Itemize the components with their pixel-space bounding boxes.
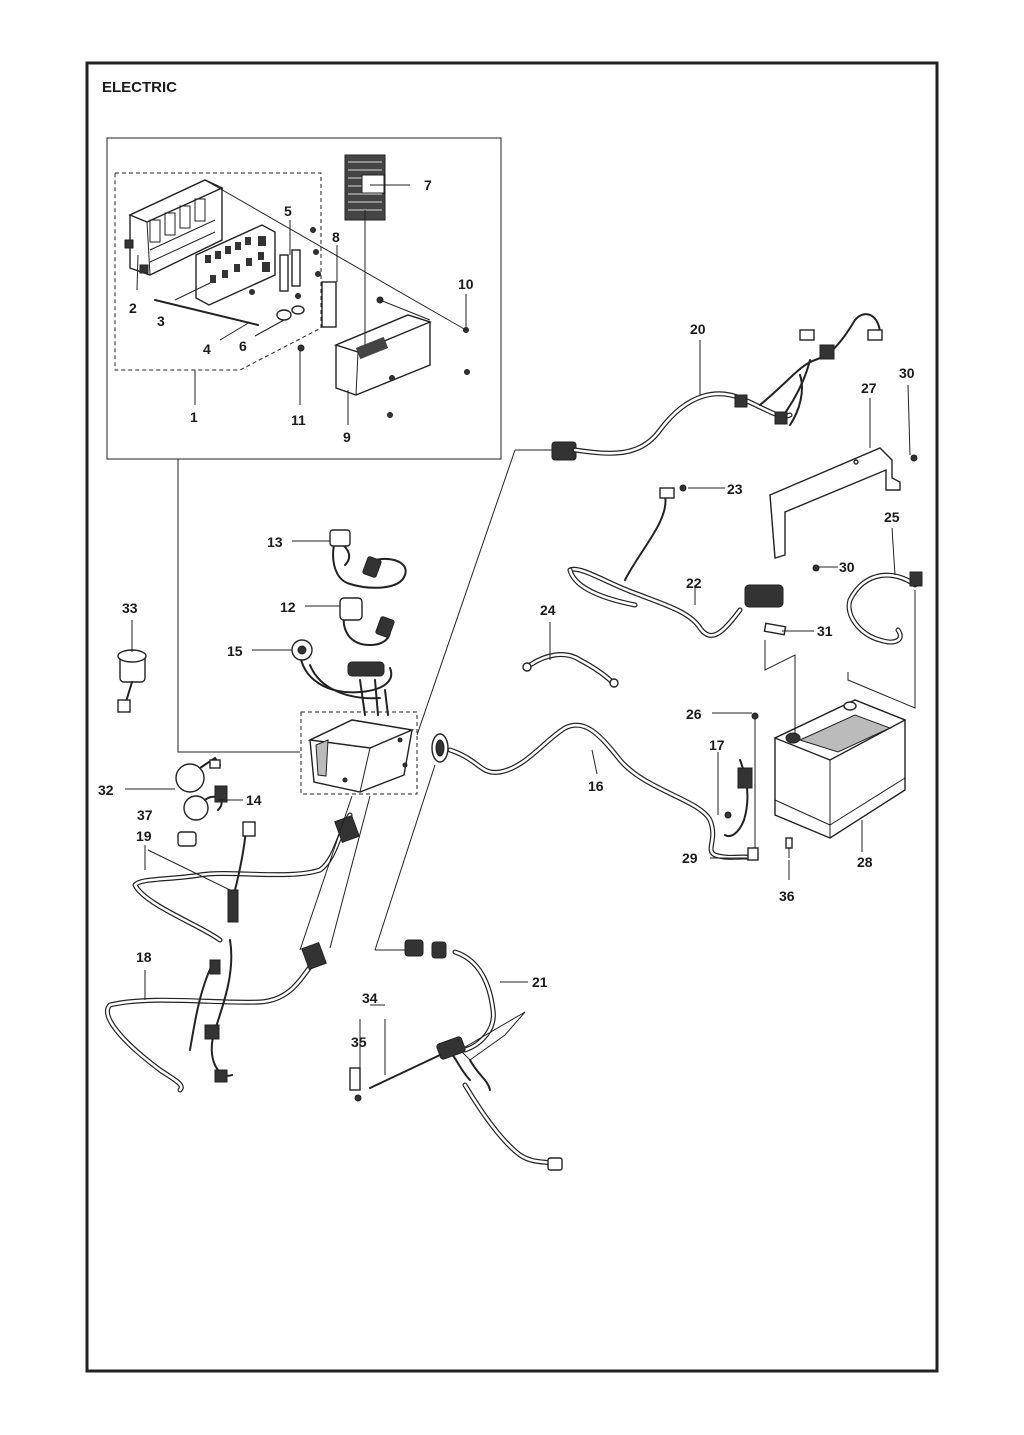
housing-part-2: [124, 179, 224, 276]
battery-part-28: [764, 590, 916, 858]
callout-21: 21: [532, 974, 548, 990]
harness-part-20: [416, 313, 883, 736]
circuit-board-part-3: [195, 224, 276, 306]
callout-labels: 1 2 3 4 5 6 7 8 9 10 11 12 13 14 15 16 1…: [98, 177, 915, 1050]
callout-31: 31: [817, 623, 833, 639]
page-title: ELECTRIC: [102, 79, 177, 96]
harness-part-21: [349, 764, 563, 1171]
callout-15: 15: [227, 643, 243, 659]
callout-35: 35: [351, 1034, 367, 1050]
switches-part-32-37-14: [175, 756, 228, 847]
callout-7: 7: [424, 177, 432, 193]
harness-part-22: [567, 484, 784, 638]
callout-5: 5: [284, 203, 292, 219]
callout-37: 37: [137, 807, 153, 823]
callout-16: 16: [588, 778, 604, 794]
control-unit-inset: [106, 137, 502, 460]
callout-20: 20: [690, 321, 706, 337]
label-sticker-part-7: [344, 154, 386, 221]
callout-10: 10: [458, 276, 474, 292]
cable-part-24: [522, 652, 619, 688]
callout-4: 4: [203, 341, 211, 357]
callout-25: 25: [884, 509, 900, 525]
callout-18: 18: [136, 949, 152, 965]
callout-12: 12: [280, 599, 296, 615]
callout-11: 11: [291, 412, 306, 428]
callout-13: 13: [267, 534, 283, 550]
harness-bundle-12-13-15: [291, 529, 407, 716]
callout-32: 32: [98, 782, 114, 798]
cover-part-9: [333, 314, 433, 396]
callout-29: 29: [682, 850, 698, 866]
callout-17: 17: [709, 737, 725, 753]
callout-6: 6: [239, 338, 247, 354]
callout-19: 19: [136, 828, 152, 844]
callout-27: 27: [861, 380, 877, 396]
bracket-part-27: [769, 447, 918, 572]
callout-3: 3: [157, 313, 165, 329]
callout-24: 24: [540, 602, 556, 618]
callout-23: 23: [727, 481, 743, 497]
ecu-module: [300, 711, 418, 795]
callout-8: 8: [332, 229, 340, 245]
callout-2: 2: [129, 300, 137, 316]
page-frame: [85, 61, 939, 1373]
gauge-part-33: [117, 649, 147, 713]
callout-26: 26: [686, 706, 702, 722]
callout-34: 34: [362, 990, 378, 1006]
callout-9: 9: [343, 429, 351, 445]
callout-leaders: [125, 340, 911, 1080]
strap-part-25: [846, 571, 923, 645]
callout-36: 36: [779, 888, 795, 904]
callout-1: 1: [190, 409, 198, 425]
harness-part-16: [431, 712, 759, 861]
callout-28: 28: [857, 854, 873, 870]
callout-33: 33: [122, 600, 138, 616]
callout-14: 14: [246, 792, 262, 808]
callout-22: 22: [686, 575, 702, 591]
callout-30-top: 30: [899, 365, 915, 381]
callout-30-bottom: 30: [839, 559, 855, 575]
